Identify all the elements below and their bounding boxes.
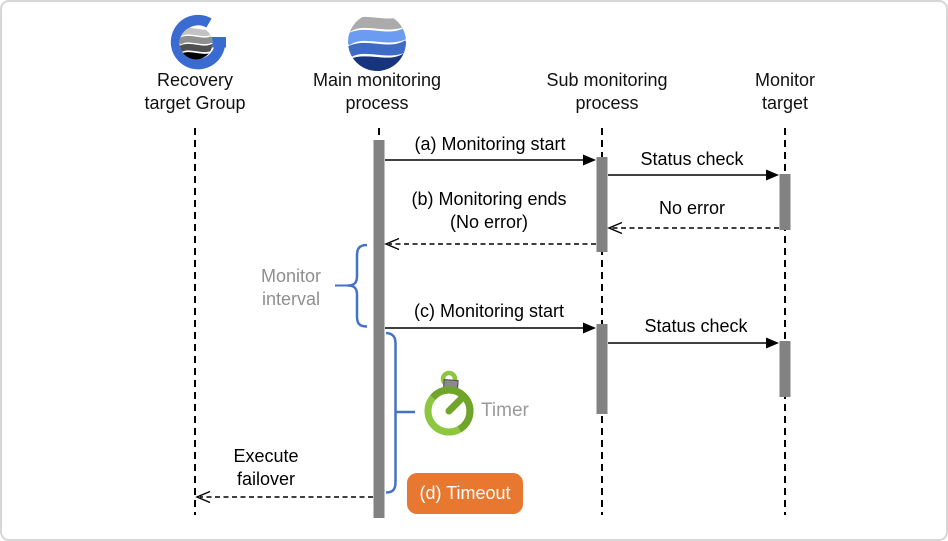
activation-bar-sub-2 (596, 324, 608, 414)
label-line: (b) Monitoring ends (411, 189, 567, 209)
g-letter-bar (202, 37, 226, 48)
arrowhead-b (384, 237, 400, 251)
stopwatch-ring-dark-arc (430, 386, 474, 433)
header-line: Monitor (754, 70, 816, 90)
stopwatch-hand (446, 395, 465, 414)
arrowhead-a (583, 154, 596, 166)
label-no-error: No error (658, 198, 725, 218)
label-a-monitoring-start: (a) Monitoring start (414, 134, 566, 154)
arrowhead-c (583, 322, 596, 334)
header-sub-monitoring-process: Sub monitoring process (515, 69, 699, 115)
label-b-monitoring-ends: (b) Monitoring ends (No error) (377, 188, 601, 234)
activation-bar-main (373, 140, 385, 518)
arrowhead-no-error (607, 221, 623, 235)
header-line: Recovery (156, 70, 234, 90)
header-recovery-target-group: Recovery target Group (105, 69, 285, 115)
arrowhead-failover (195, 490, 211, 504)
timer-stopwatch-icon (424, 370, 474, 436)
recovery-group-logo-icon (170, 14, 226, 70)
header-line: Sub monitoring (546, 70, 668, 90)
activation-bar-sub-1 (596, 157, 608, 252)
g-letter-arc (170, 14, 226, 70)
open-arrowheads (195, 221, 623, 504)
header-line: process (345, 93, 409, 113)
label-status-check-1: Status check (640, 149, 744, 169)
activation-bar-target-1 (779, 174, 791, 230)
header-monitor-target: Monitor target (725, 69, 845, 115)
header-main-monitoring-process: Main monitoring process (285, 69, 469, 115)
timeout-bracket (385, 331, 415, 494)
label-line: failover (236, 469, 296, 489)
activation-bars (373, 140, 791, 518)
label-line: (No error) (449, 212, 528, 232)
arrowhead-status-1 (766, 169, 779, 181)
label-c-monitoring-start: (c) Monitoring start (413, 301, 565, 321)
header-line: target (761, 93, 809, 113)
label-timer: Timer (481, 400, 529, 421)
label-status-check-2: Status check (644, 316, 748, 336)
header-line: target Group (144, 93, 246, 113)
monitor-interval-brace (335, 243, 368, 328)
label-line: Monitor (260, 266, 322, 286)
bracket-line (385, 331, 397, 494)
timeout-badge: (d) Timeout (407, 473, 523, 514)
solid-arrows (385, 159, 768, 344)
activation-bar-target-2 (779, 341, 791, 397)
solid-arrowheads (583, 154, 779, 349)
header-line: Main monitoring (312, 70, 442, 90)
main-monitoring-logo-icon (348, 13, 406, 71)
waves-globe (348, 13, 406, 71)
dashed-arrows (200, 227, 779, 498)
label-monitor-interval: Monitor interval (216, 265, 366, 311)
label-line: interval (261, 289, 321, 309)
label-execute-failover: Execute failover (191, 445, 341, 491)
label-line: Execute (233, 446, 299, 466)
arrowhead-status-2 (766, 337, 779, 349)
header-line: process (575, 93, 639, 113)
